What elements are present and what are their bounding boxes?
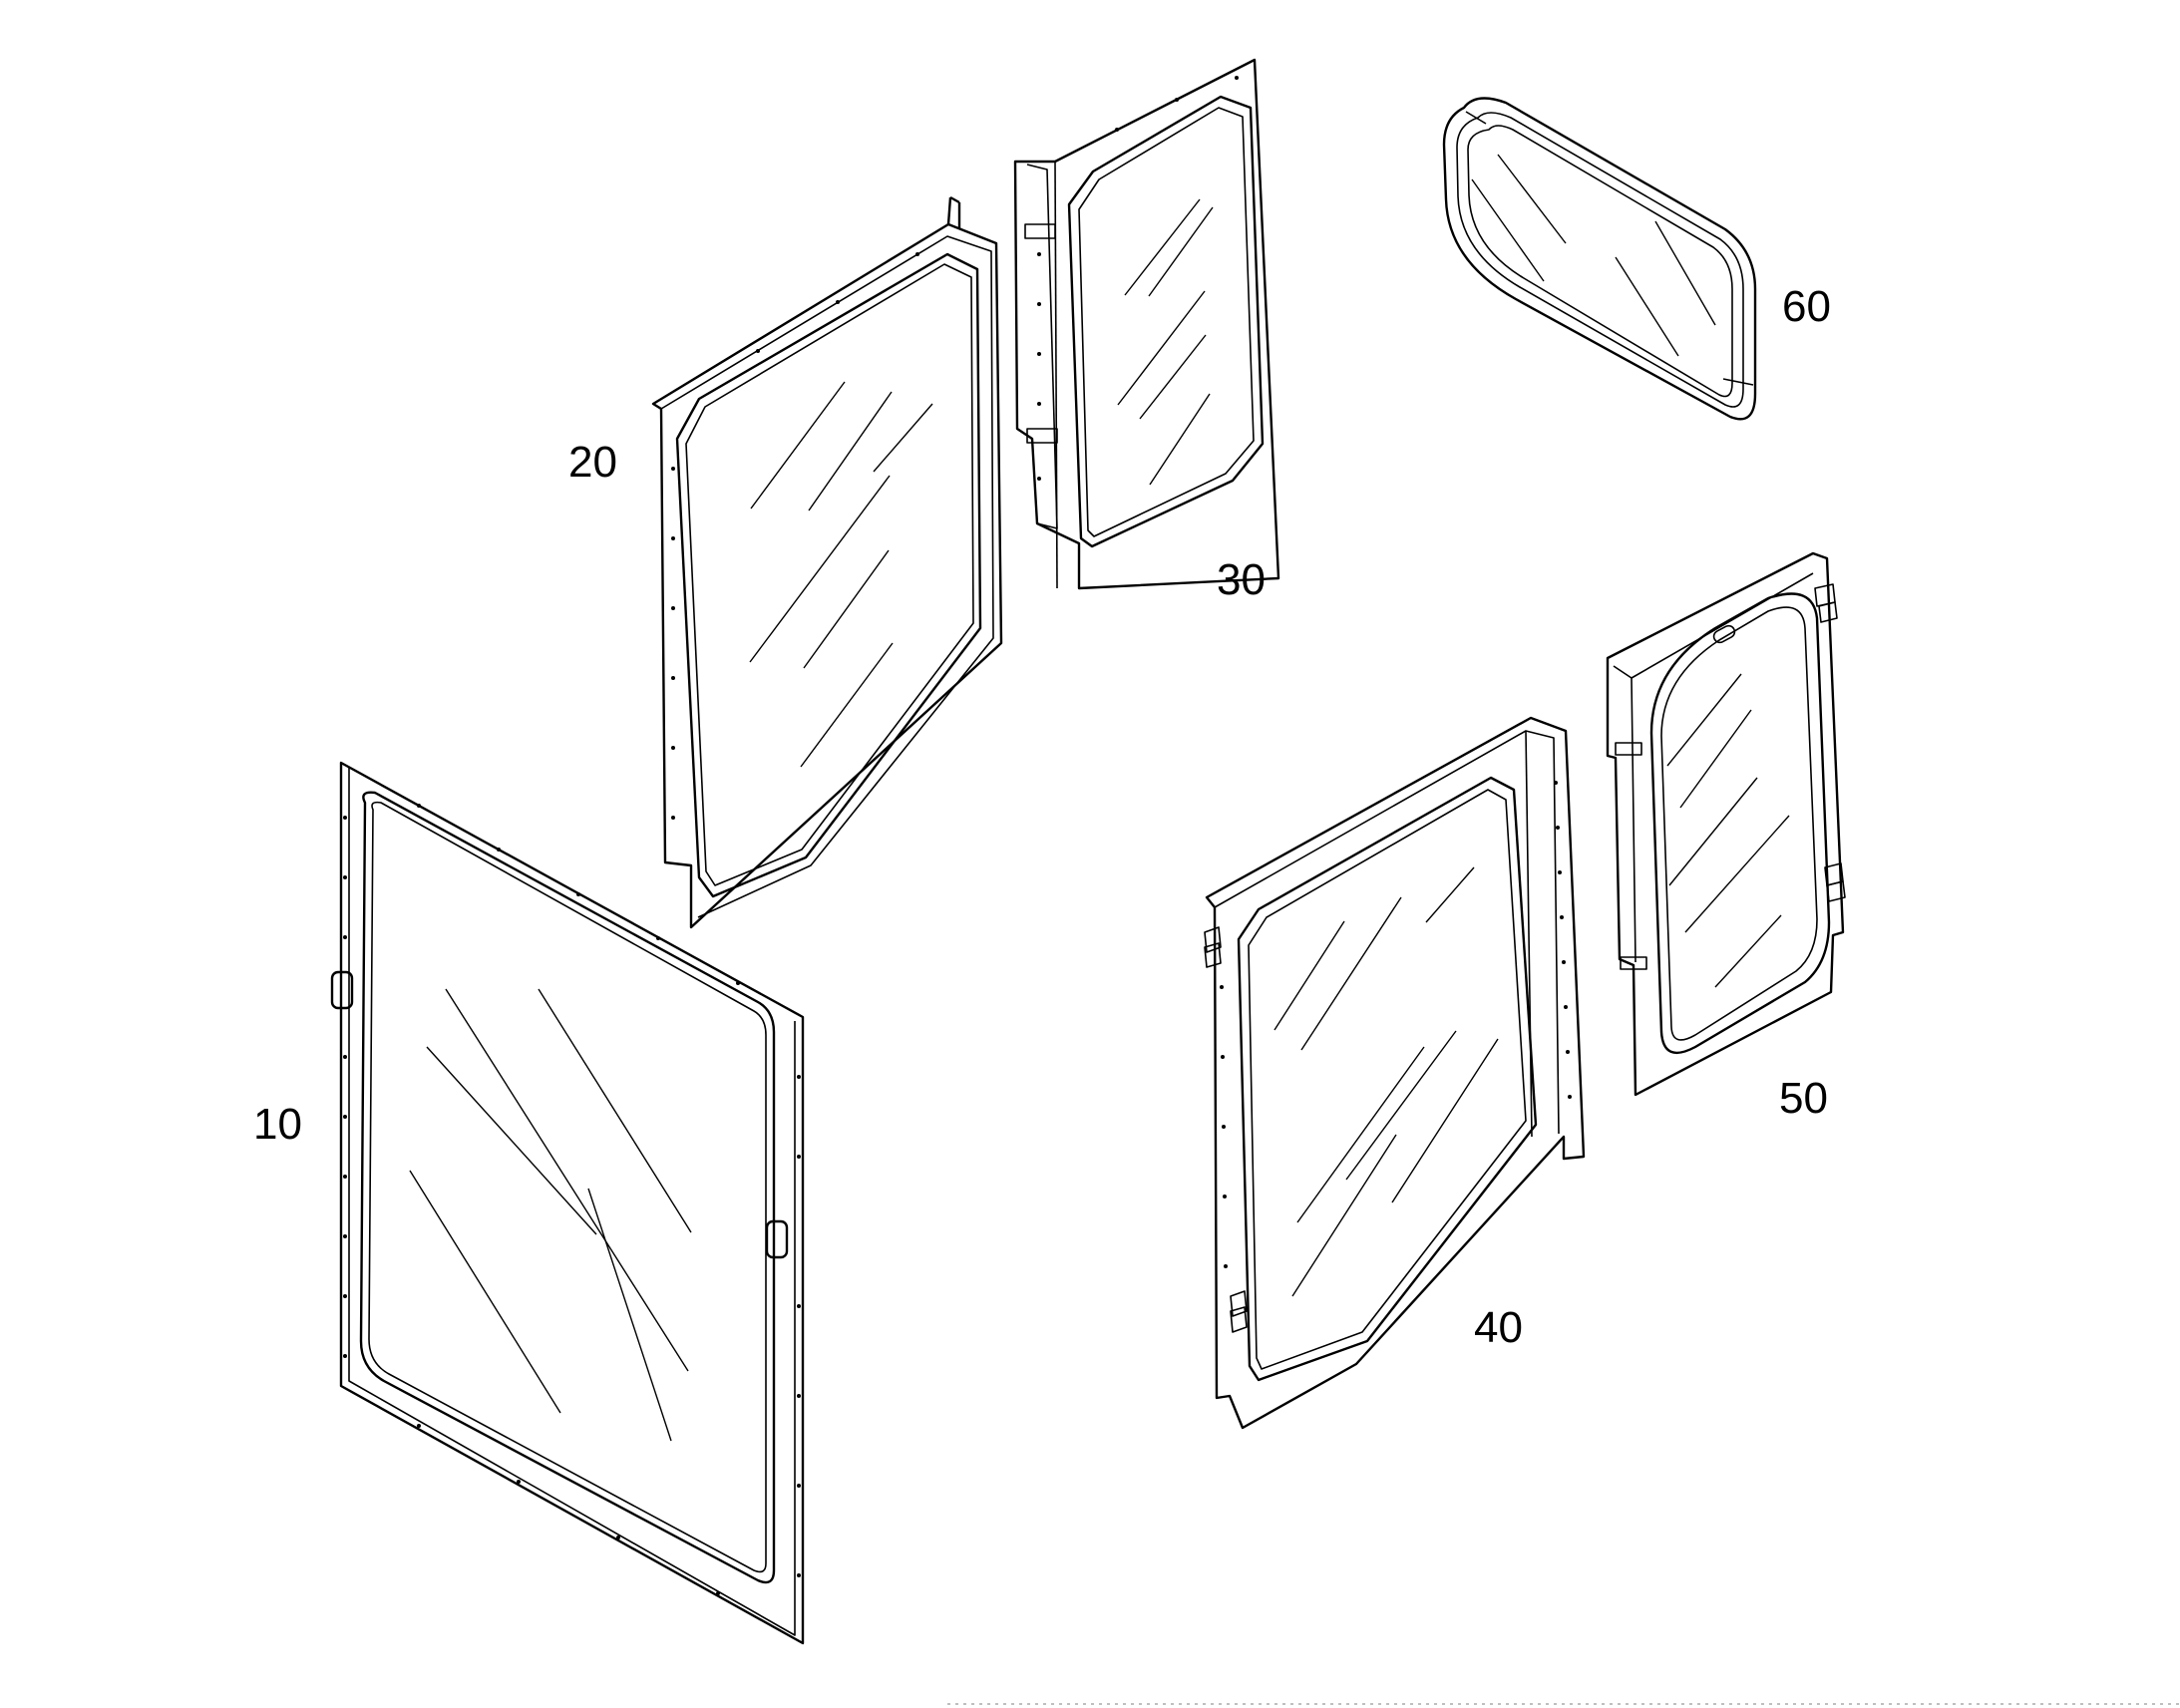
callout-50: 50: [1779, 1074, 1828, 1123]
glass-panel-30: [1013, 58, 1280, 590]
callout-30: 30: [1217, 555, 1266, 604]
glass-panel-50: [1606, 551, 1846, 1097]
callout-60: 60: [1782, 282, 1831, 331]
callout-40: 40: [1474, 1303, 1523, 1352]
glass-panel-40: [1204, 716, 1586, 1430]
glass-panel-10: [330, 761, 805, 1645]
callout-20: 20: [568, 438, 617, 487]
glass-panel-20: [651, 195, 1003, 929]
callout-10: 10: [253, 1100, 302, 1149]
glass-panel-60: [1442, 97, 1757, 421]
